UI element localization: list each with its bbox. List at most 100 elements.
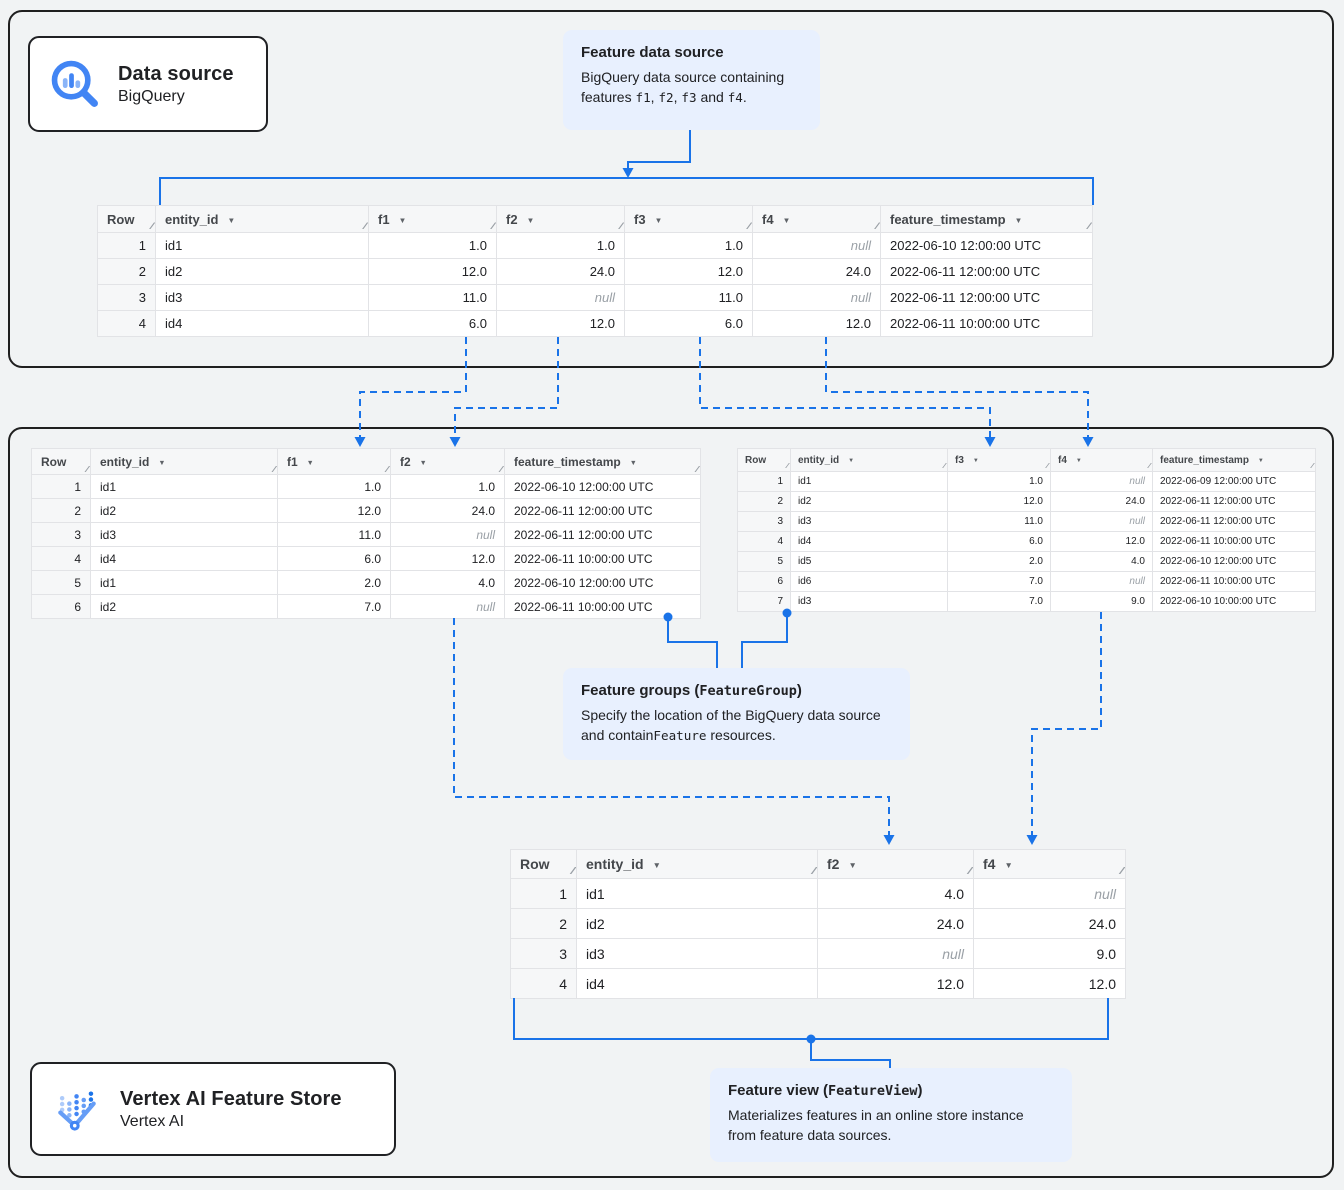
callout-title: Feature view (FeatureView): [728, 1082, 1054, 1099]
sort-arrow-icon[interactable]: ▼: [1004, 860, 1013, 870]
column-resize-grip[interactable]: ⁄⁄: [696, 463, 698, 474]
sort-arrow-icon[interactable]: ▼: [654, 215, 663, 225]
data-cell-f2: 4.0: [390, 570, 505, 595]
column-resize-grip[interactable]: ⁄⁄: [363, 220, 366, 231]
code-text: f3: [681, 90, 697, 106]
row-number-cell: 1: [737, 471, 791, 492]
sort-arrow-icon[interactable]: ▼: [227, 215, 236, 225]
column-resize-grip[interactable]: ⁄⁄: [386, 463, 388, 474]
column-resize-grip[interactable]: ⁄⁄: [747, 220, 750, 231]
column-resize-grip[interactable]: ⁄⁄: [500, 463, 502, 474]
column-header-f4[interactable]: f4▼⁄⁄: [752, 205, 881, 233]
sort-arrow-icon[interactable]: ▼: [782, 215, 791, 225]
column-header-f1[interactable]: f1▼⁄⁄: [368, 205, 497, 233]
data-cell-entity_id: id2: [790, 491, 948, 512]
sort-arrow-icon[interactable]: ▼: [848, 860, 857, 870]
data-cell-feature_timestamp: 2022-06-10 10:00:00 UTC: [1152, 591, 1316, 612]
sort-arrow-icon[interactable]: ▼: [1075, 457, 1082, 464]
row-number-cell: 2: [97, 258, 156, 285]
data-cell-entity_id: id4: [790, 531, 948, 552]
sort-arrow-icon[interactable]: ▼: [972, 457, 979, 464]
column-label: Row: [745, 454, 767, 466]
source-table-grid: Row⁄⁄entity_id▼⁄⁄f1▼⁄⁄f2▼⁄⁄f3▼⁄⁄f4▼⁄⁄fea…: [97, 205, 1093, 337]
data-cell-entity_id: id1: [155, 232, 369, 259]
column-label: f3: [634, 211, 646, 227]
column-resize-grip[interactable]: ⁄⁄: [273, 463, 275, 474]
row-number-cell: 6: [31, 594, 91, 619]
column-header-f3[interactable]: f3 ▼ ⁄⁄: [624, 205, 753, 233]
feature-group-1-table: Row⁄⁄entity_id▼⁄⁄f1▼⁄⁄f2▼⁄⁄feature_times…: [31, 448, 701, 619]
sort-arrow-icon[interactable]: ▼: [419, 457, 427, 467]
column-resize-grip[interactable]: ⁄⁄: [150, 220, 153, 231]
data-cell-f4: null: [1050, 511, 1153, 532]
data-cell-entity_id: id5: [790, 551, 948, 572]
sort-arrow-icon[interactable]: ▼: [848, 457, 855, 464]
data-cell-entity_id: id1: [90, 570, 278, 595]
column-resize-grip[interactable]: ⁄⁄: [619, 220, 622, 231]
column-resize-grip[interactable]: ⁄⁄: [1120, 866, 1124, 878]
column-header-row[interactable]: Row⁄⁄: [737, 448, 791, 472]
data-cell-f1: 12.0: [368, 258, 497, 285]
column-header-feature_timestamp[interactable]: feature_timestamp▼⁄⁄: [880, 205, 1093, 233]
data-cell-f4: 9.0: [973, 938, 1126, 969]
text-segment: ,: [673, 89, 682, 106]
card-title: Data source: [118, 62, 234, 85]
text-segment: .: [742, 89, 747, 106]
column-resize-grip[interactable]: ⁄⁄: [812, 866, 816, 878]
sort-arrow-icon[interactable]: ▼: [629, 457, 637, 467]
sort-arrow-icon[interactable]: ▼: [1014, 215, 1023, 225]
column-header-feature_timestamp[interactable]: feature_timestamp▼⁄⁄: [504, 448, 701, 475]
sort-arrow-icon[interactable]: ▼: [652, 860, 661, 870]
column-label: f4: [983, 856, 996, 872]
column-resize-grip[interactable]: ⁄⁄: [875, 220, 878, 231]
column-resize-grip[interactable]: ⁄⁄: [1087, 220, 1090, 231]
data-cell-feature_timestamp: 2022-06-11 10:00:00 UTC: [1152, 571, 1316, 592]
data-cell-f4: null: [1050, 471, 1153, 492]
column-header-row[interactable]: Row⁄⁄: [510, 849, 577, 879]
column-label: entity_id: [165, 211, 219, 227]
data-cell-f2: 24.0: [390, 498, 505, 523]
column-header-f4[interactable]: f4▼⁄⁄: [1050, 448, 1153, 472]
data-cell-feature_timestamp: 2022-06-11 10:00:00 UTC: [880, 310, 1093, 337]
column-header-f3[interactable]: f3▼⁄⁄: [947, 448, 1051, 472]
column-header-entity_id[interactable]: entity_id ▼ ⁄⁄: [155, 205, 369, 233]
data-cell-f1: 2.0: [277, 570, 391, 595]
column-header-entity_id[interactable]: entity_id▼⁄⁄: [576, 849, 818, 879]
column-header-feature_timestamp[interactable]: feature_timestamp▼⁄⁄: [1152, 448, 1316, 472]
card-title: Vertex AI Feature Store: [120, 1087, 342, 1110]
sort-arrow-icon[interactable]: ▼: [158, 457, 166, 467]
column-resize-grip[interactable]: ⁄⁄: [571, 866, 575, 878]
row-number-cell: 6: [737, 571, 791, 592]
row-number-cell: 2: [510, 908, 577, 939]
data-cell-entity_id: id2: [90, 498, 278, 523]
sort-arrow-icon[interactable]: ▼: [306, 457, 314, 467]
sort-arrow-icon[interactable]: ▼: [398, 215, 407, 225]
column-header-entity_id[interactable]: entity_id▼⁄⁄: [790, 448, 948, 472]
column-header-entity_id[interactable]: entity_id▼⁄⁄: [90, 448, 278, 475]
column-header-f2[interactable]: f2▼⁄⁄: [817, 849, 974, 879]
column-resize-grip[interactable]: ⁄⁄: [491, 220, 494, 231]
data-cell-f4: 12.0: [752, 310, 881, 337]
data-cell-f4: null: [973, 878, 1126, 909]
column-header-f2[interactable]: f2▼⁄⁄: [496, 205, 625, 233]
column-resize-grip[interactable]: ⁄⁄: [86, 463, 88, 474]
row-number-cell: 2: [737, 491, 791, 512]
column-header-f2[interactable]: f2▼⁄⁄: [390, 448, 505, 475]
column-header-f4[interactable]: f4 ▼ ⁄⁄: [973, 849, 1126, 879]
column-header-f1[interactable]: f1▼⁄⁄: [277, 448, 391, 475]
sort-arrow-icon[interactable]: ▼: [526, 215, 535, 225]
sort-arrow-icon[interactable]: ▼: [1257, 457, 1264, 464]
column-header-row[interactable]: Row⁄⁄: [31, 448, 91, 475]
callout-body: BigQuery data source containing features…: [581, 67, 802, 108]
column-header-row[interactable]: Row⁄⁄: [97, 205, 156, 233]
column-resize-grip[interactable]: ⁄⁄: [968, 866, 972, 878]
text-segment: resources.: [706, 727, 776, 744]
bigquery-icon: [51, 60, 98, 107]
